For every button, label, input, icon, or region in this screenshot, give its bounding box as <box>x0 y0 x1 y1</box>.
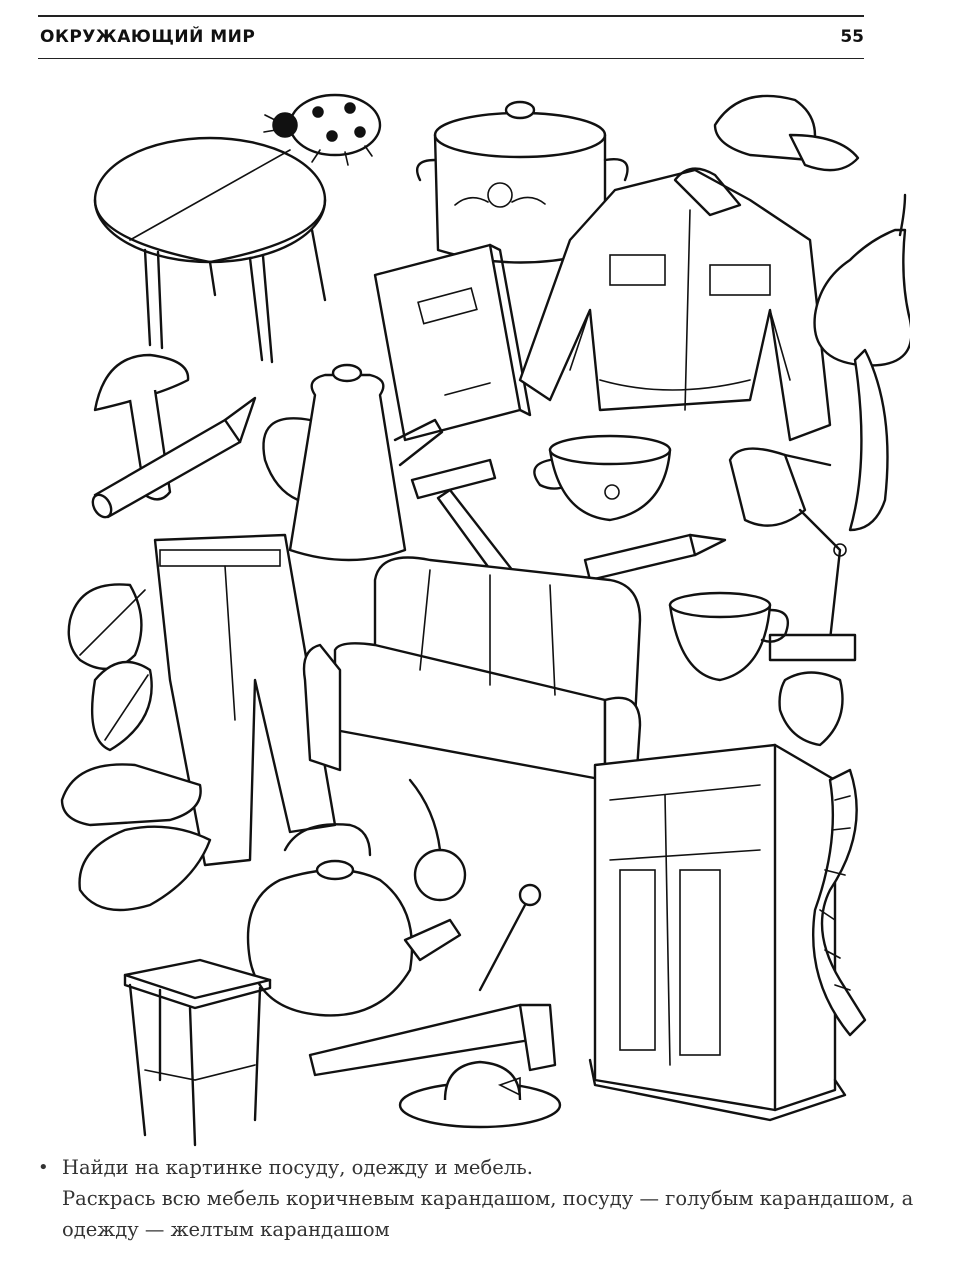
pear-drawing <box>813 193 913 367</box>
coloring-illustration <box>50 80 913 1150</box>
strawberry-drawing <box>778 671 844 747</box>
section-title: ОКРУЖАЮЩИЙ МИР <box>40 27 256 47</box>
hammer-drawing <box>410 458 522 592</box>
hat-drawing <box>398 1060 562 1129</box>
second-pencil-drawing <box>583 533 727 582</box>
kettle-drawing <box>246 823 462 1017</box>
bullet-mark: • <box>38 1157 49 1178</box>
instruction-line-find: Найди на картинке посуду, одежду и мебел… <box>62 1156 533 1179</box>
slippers-drawing <box>60 763 212 912</box>
saw-drawing <box>308 1003 557 1077</box>
desk-lamp-drawing <box>728 447 857 662</box>
pencil-drawing <box>91 396 257 519</box>
task-instructions: • Найди на картинке посуду, одежду и меб… <box>38 1152 952 1245</box>
second-teacup-drawing <box>668 591 790 682</box>
sofa-drawing <box>302 556 642 812</box>
wardrobe-drawing <box>588 743 847 1122</box>
pin-drawing <box>478 883 542 992</box>
ladybug-drawing <box>263 93 382 166</box>
trousers-drawing <box>153 533 337 867</box>
header-bottom-rule <box>38 58 864 59</box>
banana-drawing <box>848 348 889 532</box>
baseball-cap-drawing <box>713 94 860 172</box>
instruction-line-color: Раскрась всю мебель коричневым карандашо… <box>62 1187 914 1241</box>
cherry-drawing <box>408 778 467 902</box>
book-drawing <box>373 243 532 442</box>
round-table-drawing <box>93 136 327 364</box>
page-number: 55 <box>840 27 864 47</box>
jacket-drawing <box>518 167 832 442</box>
stool-drawing <box>123 958 272 1147</box>
coffee-pot-drawing <box>262 363 444 562</box>
teacup-drawing <box>533 434 672 522</box>
leaf-drawing <box>67 583 153 752</box>
header-top-rule <box>38 15 864 17</box>
scarf-drawing <box>811 768 867 1037</box>
